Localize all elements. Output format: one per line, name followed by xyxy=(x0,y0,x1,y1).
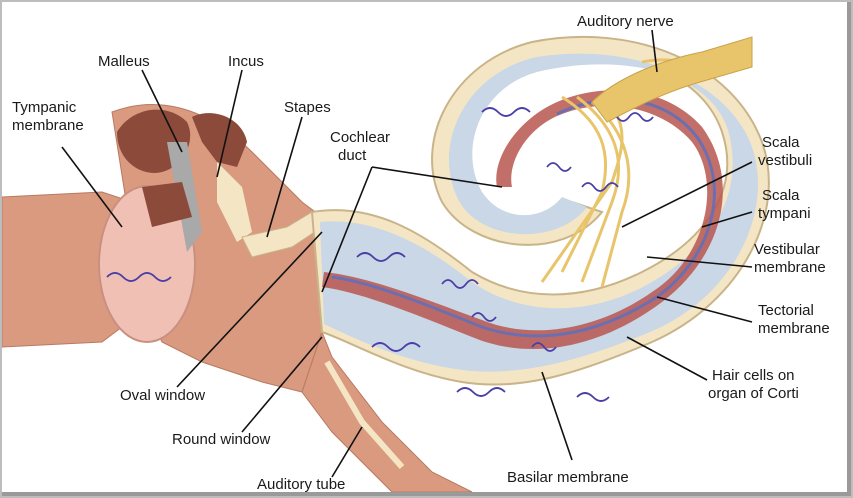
label-tectorial-line1: Tectorial xyxy=(758,302,814,319)
label-scala-tympani-line2: tympani xyxy=(758,205,811,222)
label-auditory-nerve: Auditory nerve xyxy=(577,13,674,30)
label-scala-vestibuli-line1: Scala xyxy=(762,134,800,151)
label-auditory-tube: Auditory tube xyxy=(257,476,345,492)
ear-cochlea-diagram: Auditory nerve Malleus Incus Tympanic me… xyxy=(2,2,847,492)
cochlea-fluid xyxy=(320,54,758,372)
label-tectorial-line2: membrane xyxy=(758,320,830,337)
label-cochlear-line2: duct xyxy=(338,147,367,164)
label-vestibular-line2: membrane xyxy=(754,259,826,276)
label-round-window: Round window xyxy=(172,431,271,448)
label-cochlear-line1: Cochlear xyxy=(330,129,390,146)
label-malleus: Malleus xyxy=(98,53,150,70)
label-hair-cells-line2: organ of Corti xyxy=(708,385,799,402)
label-oval-window: Oval window xyxy=(120,387,205,404)
label-hair-cells-line1: Hair cells on xyxy=(712,367,795,384)
label-scala-vestibuli-line2: vestibuli xyxy=(758,152,812,169)
label-tympanic-line1: Tympanic xyxy=(12,99,77,116)
label-incus: Incus xyxy=(228,53,264,70)
label-vestibular-line1: Vestibular xyxy=(754,241,820,258)
label-stapes: Stapes xyxy=(284,99,331,116)
label-basilar-membrane: Basilar membrane xyxy=(507,469,629,486)
label-scala-tympani-line1: Scala xyxy=(762,187,800,204)
label-tympanic-line2: membrane xyxy=(12,117,84,134)
